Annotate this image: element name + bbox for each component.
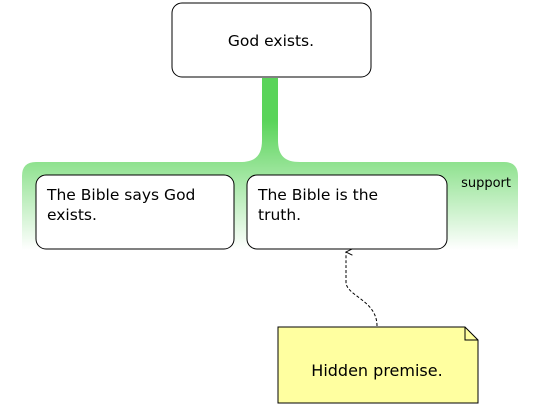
claim-text: God exists.: [228, 32, 314, 50]
premise-text: The Bible is the truth.: [257, 186, 383, 224]
premise-text: The Bible says God exists.: [46, 186, 200, 224]
support-label: support: [461, 176, 511, 191]
claim-box[interactable]: God exists.: [171, 2, 372, 78]
premise-box[interactable]: The Bible is the truth.: [246, 174, 448, 250]
hidden-premise-link: [346, 252, 378, 327]
premise-line: truth.: [258, 206, 301, 224]
premise-line: The Bible says God: [46, 186, 195, 204]
premise-box[interactable]: The Bible says God exists.: [35, 174, 235, 250]
premise-line: exists.: [47, 206, 97, 224]
premise-line: The Bible is the: [257, 186, 378, 204]
hidden-premise-note[interactable]: Hidden premise.: [277, 326, 479, 404]
hidden-premise-text: Hidden premise.: [311, 361, 442, 380]
